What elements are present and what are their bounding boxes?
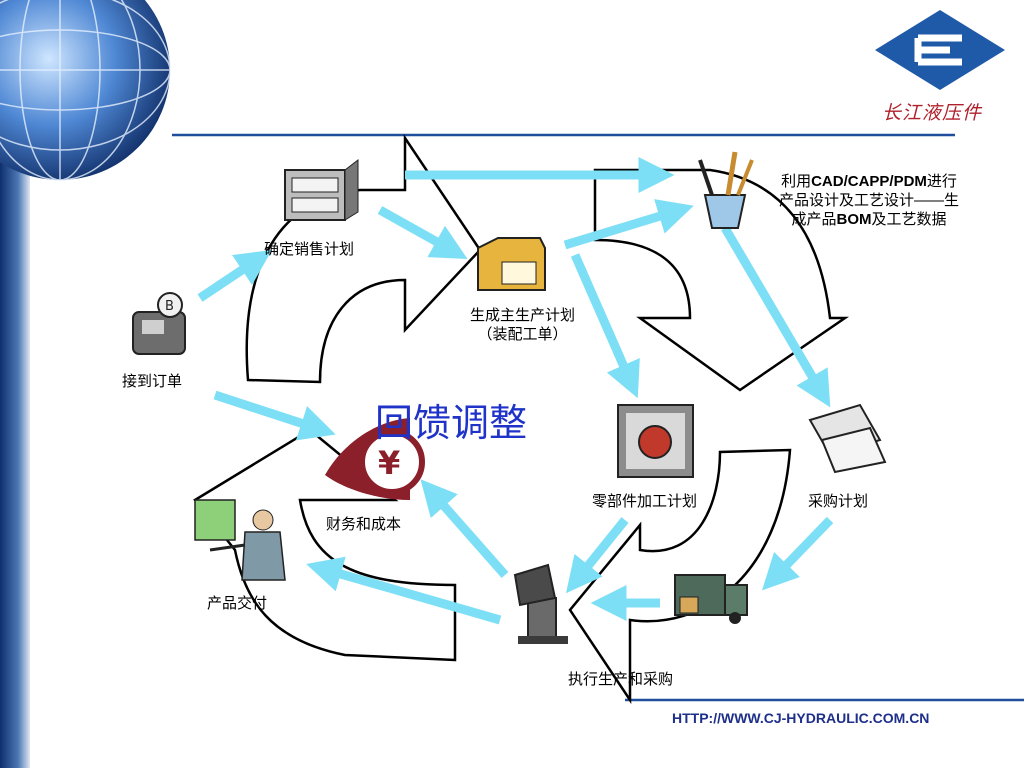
flow-arrow-1 <box>197 250 272 302</box>
cycle-arrow-top-left <box>245 133 482 384</box>
flow-arrow-9 <box>565 517 629 594</box>
node-cad-line3-a: 成产品 <box>791 211 837 228</box>
flow-arrow-10 <box>420 479 509 578</box>
node-cad-line1-a: 利用 <box>781 173 812 190</box>
footer-url: HTTP://WWW.CJ-HYDRAULIC.COM.CN <box>672 710 930 726</box>
folder-icon <box>477 237 546 291</box>
file-cabinet-icon <box>284 158 359 221</box>
left-bar <box>0 120 30 768</box>
node-execute: 执行生产和采购 <box>568 670 674 688</box>
phone-icon: B <box>132 292 186 355</box>
flow-arrow-2 <box>377 206 468 260</box>
truck-icon <box>674 574 748 624</box>
node-cad-line1: 利用CAD/CAPP/PDM进行 <box>738 172 1000 191</box>
node-parts-plan: 零部件加工计划 <box>592 492 698 510</box>
node-sales-plan: 确定销售计划 <box>264 240 355 258</box>
node-cad-line3: 成产品BOM及工艺数据 <box>738 210 1000 229</box>
node-finance-cost: 财务和成本 <box>326 515 402 533</box>
node-cad-line1-b: CAD/CAPP/PDM <box>811 173 927 190</box>
yuan-coin-icon: ¥ <box>325 418 425 500</box>
node-cad-design: 利用CAD/CAPP/PDM进行 产品设计及工艺设计——生 成产品BOM及工艺数… <box>738 172 1000 229</box>
brand-text: 长江液压件 <box>882 102 983 124</box>
center-title: 回馈调整 <box>375 401 528 445</box>
flow-arrow-12 <box>213 390 336 441</box>
node-master-plan: 生成主生产计划 （装配工单） <box>440 306 605 344</box>
node-receive-order: 接到订单 <box>122 372 183 390</box>
node-master-plan-line2: （装配工单） <box>477 325 568 343</box>
flow-arrow-11 <box>306 556 502 625</box>
flow-arrow-6 <box>721 225 831 408</box>
documents-icon <box>808 403 887 474</box>
company-logo <box>875 10 1005 90</box>
tools-basket-icon <box>698 151 754 229</box>
cycle-arrow-bottom-right <box>568 448 792 705</box>
vise-icon <box>617 404 694 478</box>
cycle-arrow-top-right <box>593 168 850 392</box>
node-cad-line1-c: 进行 <box>926 173 957 190</box>
flow-arrows <box>197 157 834 625</box>
node-cad-line3-c: 及工艺数据 <box>871 211 947 228</box>
node-cad-line3-b: BOM <box>836 211 872 228</box>
node-delivery: 产品交付 <box>207 594 268 612</box>
svg-text:B: B <box>165 299 174 314</box>
flow-arrow-7 <box>761 516 834 591</box>
node-cad-line2: 产品设计及工艺设计——生 <box>778 192 959 209</box>
node-purchase-plan: 采购计划 <box>808 492 869 510</box>
flow-arrow-4 <box>563 199 694 250</box>
machine-icon <box>513 563 568 644</box>
globe-icon <box>0 0 171 181</box>
svg-text:¥: ¥ <box>378 444 400 482</box>
flow-arrow-5 <box>570 253 640 399</box>
node-master-plan-line1: 生成主生产计划 <box>469 306 575 324</box>
presenter-icon <box>194 499 286 581</box>
